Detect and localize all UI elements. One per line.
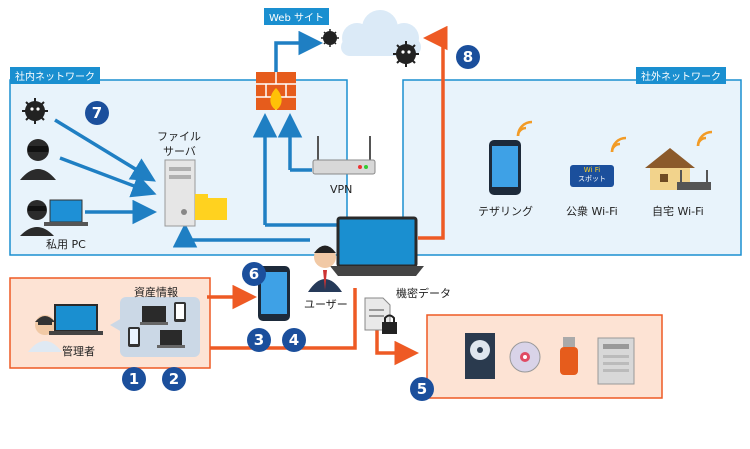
web-site-label: Web サイト (264, 8, 329, 25)
wifi-spot-badge-line2: スポット (578, 175, 606, 183)
confidential-document-icon (364, 297, 397, 334)
file-server-label-line1: ファイル (157, 130, 201, 143)
hooded-attacker-icon (20, 139, 56, 180)
asset-info-bubble (110, 297, 200, 357)
vpn-label: VPN (330, 183, 353, 196)
public-wifi-sign-icon (570, 165, 614, 187)
vpn-router-icon (312, 136, 376, 175)
optical-disc-icon (509, 341, 541, 373)
virus-icon (393, 41, 419, 67)
number-badge-3: 3 (247, 328, 271, 352)
tethering-label: テザリング (478, 205, 533, 218)
virus-icon (321, 29, 339, 47)
blue-arrows (54, 30, 338, 248)
number-badge-7: 7 (85, 101, 109, 125)
smartphone-icon (258, 266, 290, 321)
confidential-data-label: 機密データ (396, 287, 451, 300)
external-network-title: 社外ネットワーク (636, 67, 726, 84)
number-badge-6: 6 (242, 262, 266, 286)
user-icon (308, 245, 342, 292)
virus-icon (22, 98, 48, 124)
cloud-icon (341, 10, 421, 56)
usb-drive-icon (560, 337, 578, 375)
admin-label: 管理者 (62, 345, 95, 358)
asset-info-label: 資産情報 (134, 286, 178, 299)
number-badge-5: 5 (410, 377, 434, 401)
multifunction-printer-icon (597, 337, 635, 385)
admin-laptop-icon (49, 304, 103, 335)
private-pc-label: 私用 PC (46, 238, 86, 251)
wifi-spot-badge: Wi Fi スポット (572, 166, 612, 184)
number-badge-2: 2 (162, 367, 186, 391)
public-wifi-label: 公衆 Wi-Fi (566, 205, 618, 218)
wifi-signal-icon (516, 120, 713, 153)
number-badge-4: 4 (282, 328, 306, 352)
firewall-icon (256, 72, 296, 110)
hooded-attacker-icon (20, 200, 54, 236)
admin-person-icon (28, 315, 62, 352)
tethering-phone-icon (489, 140, 521, 195)
file-server-icon (164, 159, 227, 227)
hard-disk-icon (465, 333, 495, 379)
number-badge-1: 1 (122, 367, 146, 391)
user-laptop-icon (330, 216, 424, 276)
file-server-label-line2: サーバ (163, 145, 196, 158)
wifi-spot-badge-line1: Wi Fi (583, 166, 601, 174)
home-wifi-label: 自宅 Wi-Fi (652, 205, 704, 218)
number-badge-8: 8 (456, 45, 480, 69)
home-wifi-icon (645, 148, 711, 190)
user-label: ユーザー (304, 298, 348, 311)
internal-network-title: 社内ネットワーク (10, 67, 100, 84)
private-pc-icon (44, 199, 88, 226)
